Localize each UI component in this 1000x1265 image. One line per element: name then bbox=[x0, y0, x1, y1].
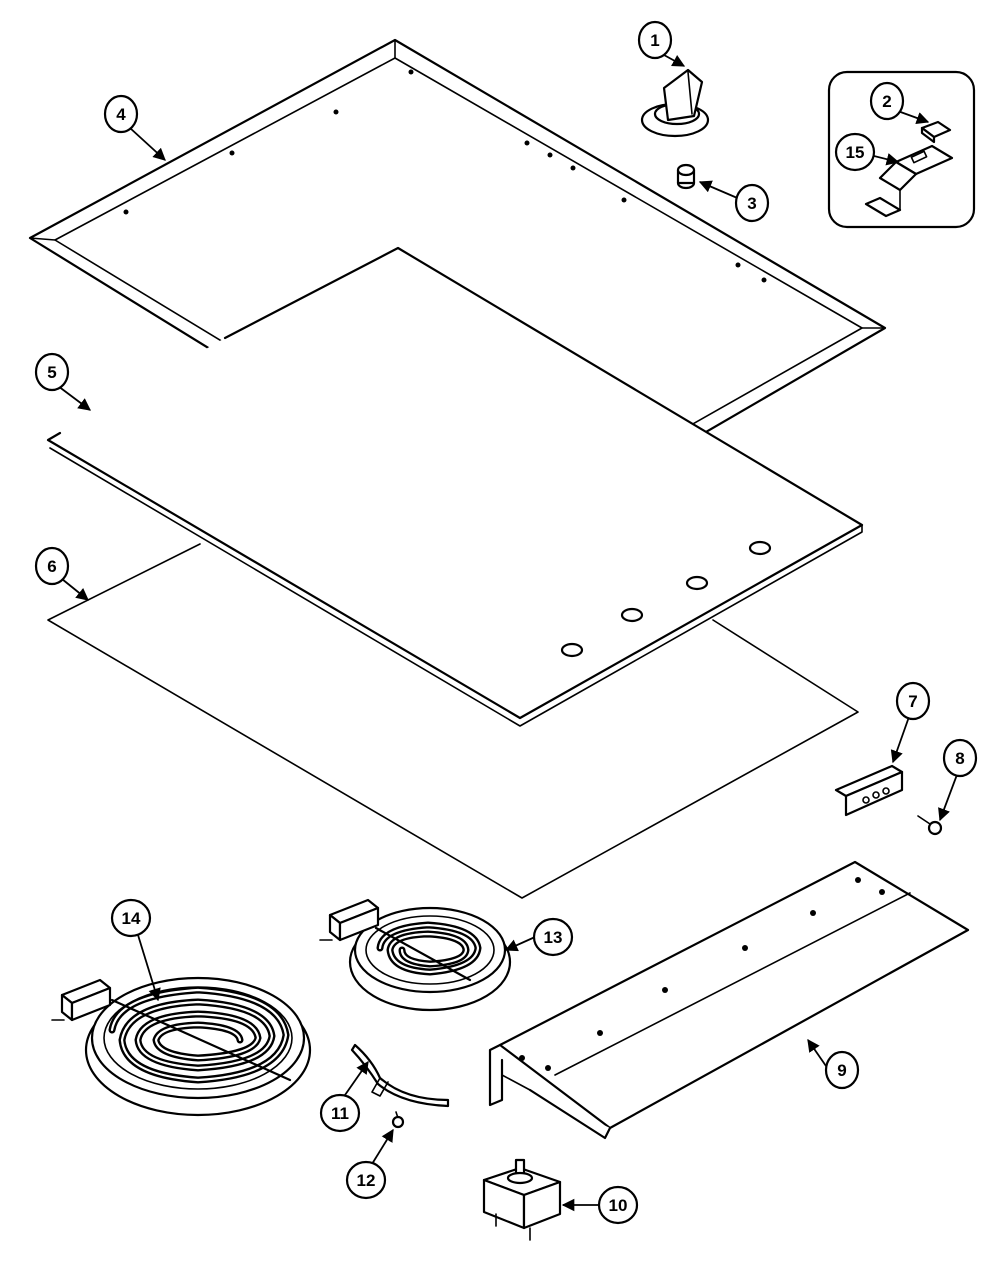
svg-text:12: 12 bbox=[357, 1171, 376, 1190]
svg-text:3: 3 bbox=[747, 194, 756, 213]
svg-text:15: 15 bbox=[846, 143, 865, 162]
svg-text:11: 11 bbox=[331, 1104, 349, 1123]
large-surface-element bbox=[51, 976, 312, 1117]
small-surface-element bbox=[319, 898, 512, 1012]
callout-5: 5 bbox=[34, 352, 70, 392]
terminal-bracket bbox=[834, 764, 904, 817]
callout-4: 4 bbox=[103, 94, 139, 134]
svg-text:6: 6 bbox=[47, 557, 56, 576]
inset-detail-box bbox=[827, 70, 976, 229]
screw-part-8 bbox=[917, 815, 943, 836]
callout-13: 13 bbox=[532, 917, 574, 957]
svg-text:2: 2 bbox=[882, 92, 891, 111]
leader-lines bbox=[57, 54, 959, 1212]
svg-text:4: 4 bbox=[116, 105, 126, 124]
callout-12: 12 bbox=[345, 1160, 387, 1200]
glass-cooktop bbox=[46, 246, 864, 727]
svg-text:13: 13 bbox=[544, 928, 563, 947]
clip-part-2 bbox=[920, 120, 952, 144]
infinite-switch bbox=[482, 1158, 562, 1241]
svg-text:5: 5 bbox=[47, 363, 56, 382]
callout-6: 6 bbox=[34, 546, 70, 586]
callout-2: 2 bbox=[869, 81, 905, 121]
callout-8: 8 bbox=[942, 738, 978, 778]
svg-text:10: 10 bbox=[609, 1196, 628, 1215]
screw-part-12 bbox=[391, 1111, 405, 1129]
callout-7: 7 bbox=[895, 681, 931, 721]
control-knob bbox=[640, 68, 710, 138]
callout-15: 15 bbox=[834, 132, 876, 172]
svg-text:8: 8 bbox=[955, 749, 964, 768]
bracket-part-15 bbox=[864, 144, 954, 218]
element-clip bbox=[350, 1043, 450, 1108]
svg-text:1: 1 bbox=[650, 31, 659, 50]
callout-11: 11 bbox=[319, 1093, 361, 1133]
callout-1: 1 bbox=[637, 20, 673, 60]
callout-10: 10 bbox=[597, 1185, 639, 1225]
callout-14: 14 bbox=[110, 898, 152, 938]
svg-text:7: 7 bbox=[908, 692, 917, 711]
channel-bracket bbox=[488, 860, 970, 1140]
insulation-sheet bbox=[47, 543, 859, 899]
callout-3: 3 bbox=[734, 183, 770, 223]
knob-insert bbox=[676, 163, 696, 190]
callout-9: 9 bbox=[824, 1050, 860, 1090]
svg-text:14: 14 bbox=[122, 909, 141, 928]
svg-text:9: 9 bbox=[837, 1061, 846, 1080]
